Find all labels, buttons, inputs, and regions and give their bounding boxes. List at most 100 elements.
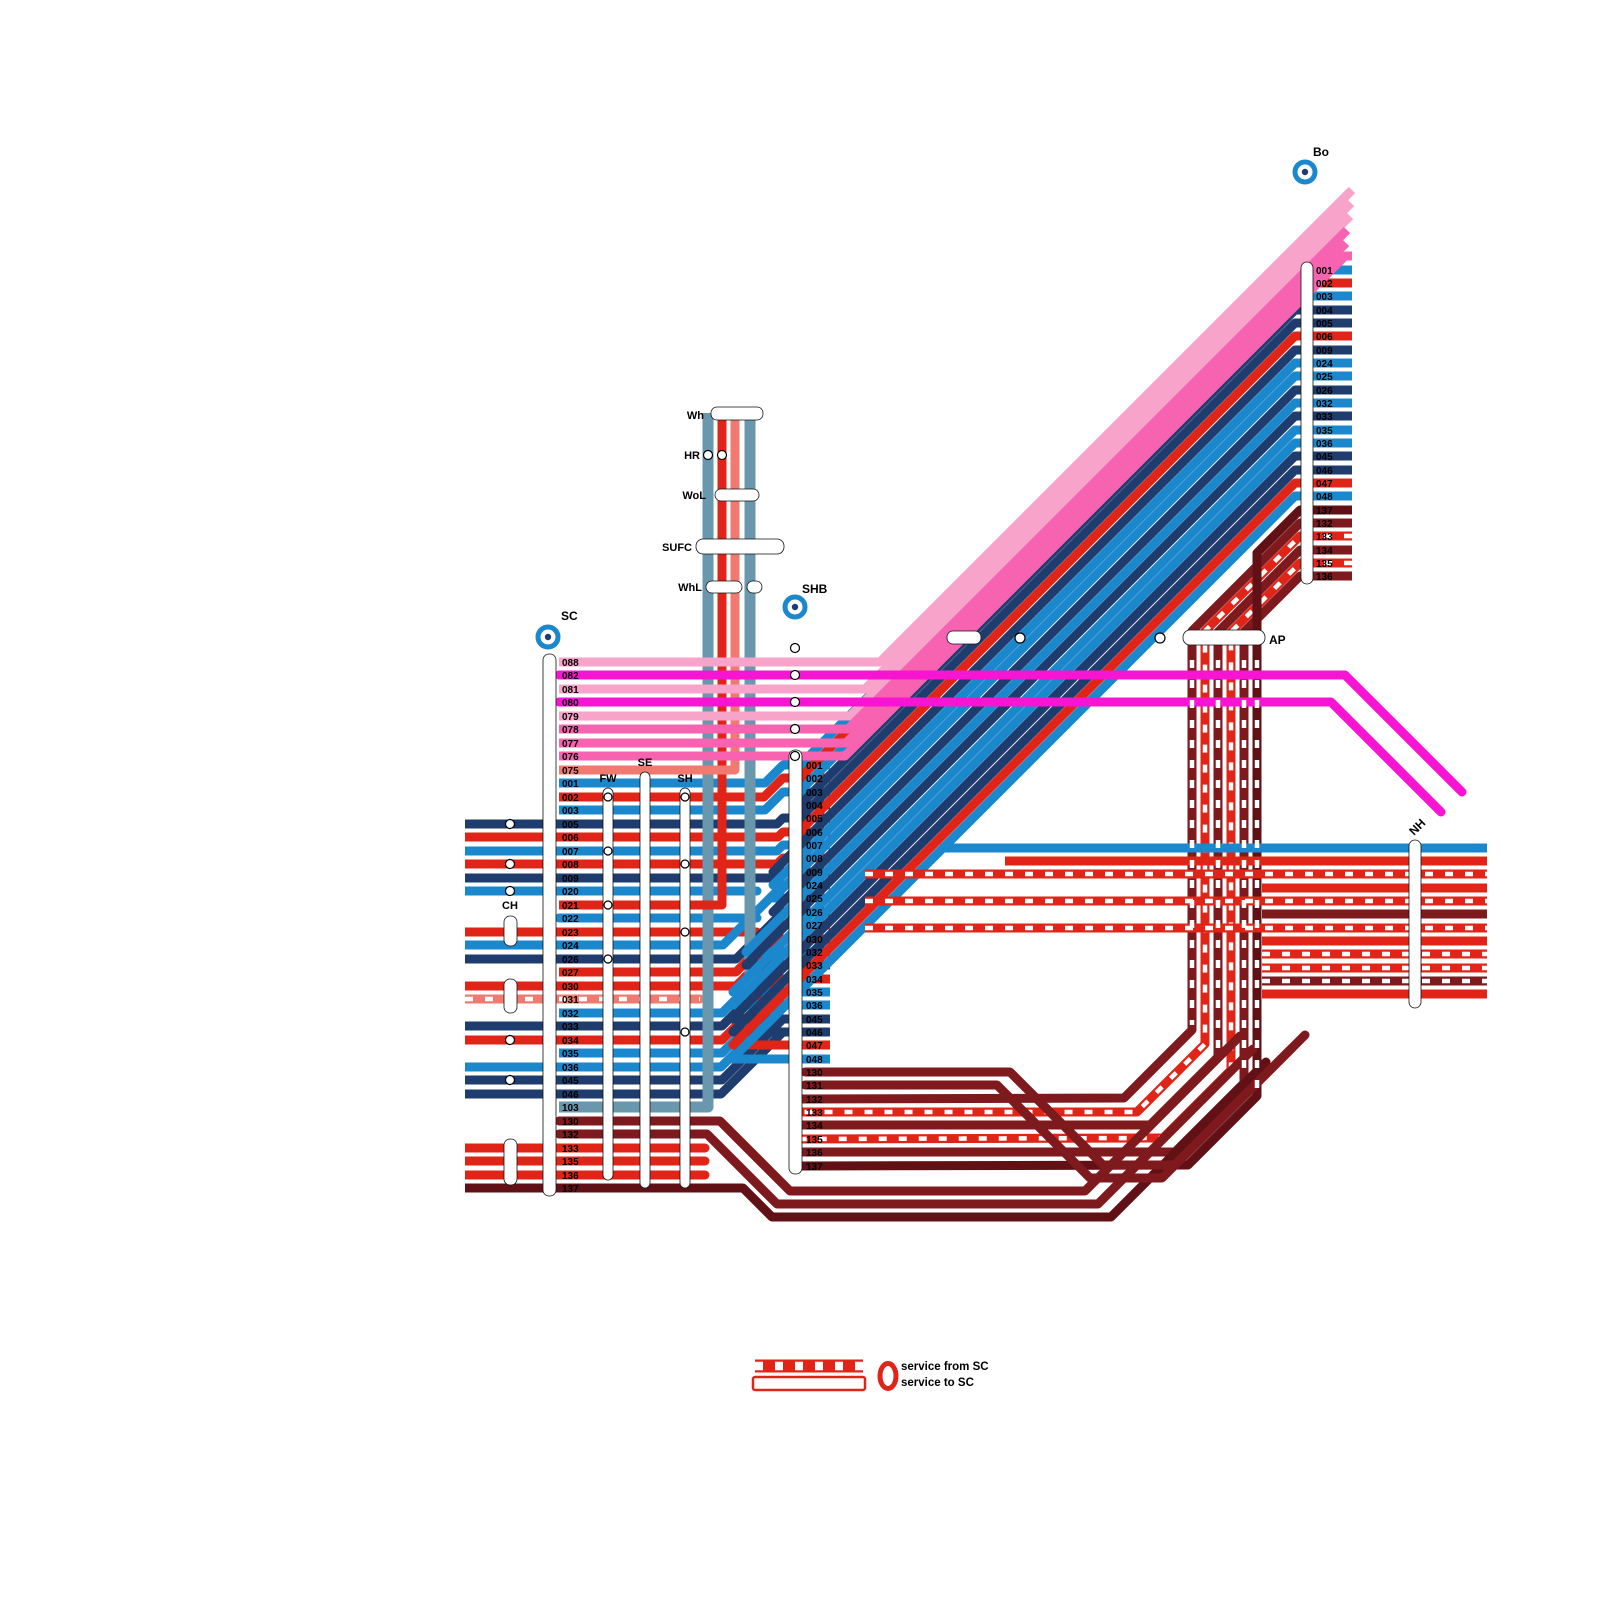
stop-ap-1[interactable] bbox=[1014, 632, 1026, 644]
legend-terminal[interactable] bbox=[877, 1361, 899, 1391]
stop-sh-1[interactable] bbox=[680, 792, 690, 802]
legend-to-label: service to SC bbox=[901, 1377, 974, 1389]
route-label-sc-137: 137 bbox=[562, 1184, 579, 1195]
route-line-band-045 bbox=[727, 451, 1352, 1024]
station-label-bo: Bo bbox=[1313, 145, 1329, 159]
route-label-right-046: 046 bbox=[1316, 466, 1333, 477]
stop-sh-2[interactable] bbox=[680, 859, 690, 869]
stop-hr-2[interactable] bbox=[716, 449, 728, 461]
route-label-right-006: 006 bbox=[1316, 332, 1333, 343]
stop-pill-ap-west[interactable] bbox=[946, 630, 982, 645]
station-pill-sufc[interactable] bbox=[695, 538, 785, 555]
terminal-bo-dot bbox=[1301, 168, 1309, 176]
stop-w-045[interactable] bbox=[504, 1074, 516, 1086]
stop-sh-4[interactable] bbox=[680, 1027, 690, 1037]
stop-sh-3[interactable] bbox=[680, 927, 690, 937]
route-label-right-035: 035 bbox=[1316, 426, 1333, 437]
route-label-shb-045: 045 bbox=[806, 1015, 823, 1026]
station-bar-right[interactable] bbox=[1300, 261, 1314, 585]
route-label-shb-024: 024 bbox=[806, 881, 823, 892]
stop-shb-5[interactable] bbox=[789, 750, 801, 762]
stop-fw-2[interactable] bbox=[603, 846, 613, 856]
route-label-shb-007: 007 bbox=[806, 841, 823, 852]
route-label-shb-131: 131 bbox=[806, 1081, 823, 1092]
station-bar-sc[interactable] bbox=[542, 653, 557, 1197]
stop-shb-1[interactable] bbox=[789, 642, 801, 654]
route-label-right-036: 036 bbox=[1316, 439, 1333, 450]
route-line-pink-076 bbox=[559, 251, 1352, 761]
route-label-right-135: 135 bbox=[1316, 559, 1333, 570]
stop-pill-133[interactable] bbox=[503, 1138, 518, 1186]
station-label-whl: WhL bbox=[678, 582, 702, 594]
station-bar-fw[interactable] bbox=[602, 787, 614, 1181]
route-line-pink-079 bbox=[559, 212, 1354, 721]
legend-to-swatch[interactable] bbox=[751, 1375, 867, 1392]
route-label-shb-008: 008 bbox=[806, 854, 823, 865]
stop-w-005[interactable] bbox=[504, 818, 516, 830]
stop-shb-4[interactable] bbox=[789, 723, 801, 735]
route-line-v-130-sc bbox=[554, 1031, 1245, 1196]
station-label-sufc: SUFC bbox=[662, 542, 692, 554]
station-bar-shb[interactable] bbox=[788, 749, 803, 1175]
route-label-sc-023: 023 bbox=[562, 928, 579, 939]
route-label-shb-027: 027 bbox=[806, 921, 823, 932]
route-label-right-048: 048 bbox=[1316, 492, 1333, 503]
route-label-shb-001: 001 bbox=[806, 761, 823, 772]
route-label-sc-003: 003 bbox=[562, 806, 579, 817]
route-label-right-132: 132 bbox=[1316, 519, 1333, 530]
route-line-mid-075 bbox=[559, 413, 740, 775]
route-label-right-032: 032 bbox=[1316, 399, 1333, 410]
route-label-sc-080: 080 bbox=[562, 698, 579, 709]
route-label-sc-008: 008 bbox=[562, 860, 579, 871]
route-label-sc-007: 007 bbox=[562, 847, 579, 858]
stop-fw-1[interactable] bbox=[603, 792, 613, 802]
station-pill-ch[interactable] bbox=[503, 915, 518, 947]
station-pill-whl-2[interactable] bbox=[746, 580, 763, 594]
route-label-sc-006: 006 bbox=[562, 833, 579, 844]
station-label-ap: AP bbox=[1269, 633, 1286, 647]
route-label-sc-005: 005 bbox=[562, 820, 579, 831]
station-pill-wol[interactable] bbox=[714, 488, 760, 502]
route-label-right-033: 033 bbox=[1316, 412, 1333, 423]
station-label-wh: Wh bbox=[687, 410, 704, 422]
station-label-sc: SC bbox=[561, 609, 578, 623]
stop-shb-2[interactable] bbox=[789, 669, 801, 681]
station-label-se: SE bbox=[638, 757, 653, 769]
station-bar-ap[interactable] bbox=[1182, 629, 1266, 646]
route-label-sc-024: 024 bbox=[562, 941, 579, 952]
stop-fw-3[interactable] bbox=[603, 900, 613, 910]
route-line-pink-077 bbox=[559, 239, 1350, 748]
station-pill-wh[interactable] bbox=[710, 406, 764, 421]
route-label-shb-046: 046 bbox=[806, 1028, 823, 1039]
route-label-sc-046: 046 bbox=[562, 1090, 579, 1101]
stop-w-034[interactable] bbox=[504, 1034, 516, 1046]
stop-shb-3[interactable] bbox=[789, 696, 801, 708]
route-label-shb-036: 036 bbox=[806, 1001, 823, 1012]
station-bar-nh[interactable] bbox=[1408, 839, 1422, 1009]
route-label-sc-132: 132 bbox=[562, 1130, 579, 1141]
route-label-right-137: 137 bbox=[1316, 506, 1333, 517]
stop-w-008[interactable] bbox=[504, 858, 516, 870]
route-label-shb-006: 006 bbox=[806, 828, 823, 839]
terminal-shb-dot bbox=[791, 603, 799, 611]
route-label-shb-132: 132 bbox=[806, 1095, 823, 1106]
stop-fw-4[interactable] bbox=[603, 954, 613, 964]
station-pill-whl-1[interactable] bbox=[705, 580, 743, 594]
station-bar-sh[interactable] bbox=[679, 787, 691, 1189]
route-label-shb-035: 035 bbox=[806, 988, 823, 999]
route-label-right-045: 045 bbox=[1316, 452, 1333, 463]
stop-w-020[interactable] bbox=[504, 885, 516, 897]
route-label-sc-082: 082 bbox=[562, 671, 579, 682]
stop-pill-030[interactable] bbox=[503, 978, 518, 1014]
route-line-band-047 bbox=[728, 478, 1352, 1050]
route-line-pink-088 bbox=[559, 186, 1356, 667]
route-line-magenta-080 bbox=[554, 697, 1446, 817]
route-label-sc-036: 036 bbox=[562, 1063, 579, 1074]
route-label-sc-009: 009 bbox=[562, 874, 579, 885]
stop-ap-2[interactable] bbox=[1154, 632, 1166, 644]
route-label-right-004: 004 bbox=[1316, 306, 1333, 317]
route-label-shb-026: 026 bbox=[806, 908, 823, 919]
route-label-right-005: 005 bbox=[1316, 319, 1333, 330]
stop-hr-1[interactable] bbox=[702, 449, 714, 461]
station-bar-se[interactable] bbox=[639, 771, 651, 1189]
